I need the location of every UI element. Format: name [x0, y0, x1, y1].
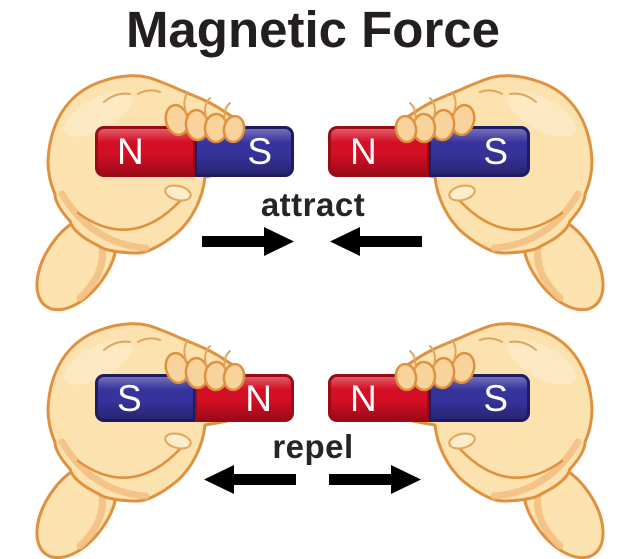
page-title: Magnetic Force — [125, 1, 501, 58]
repel-label: repel — [272, 428, 354, 465]
pole-label: N — [350, 131, 377, 172]
magnet-pole-north: N — [95, 126, 195, 177]
magnet-attract-right: N S — [328, 126, 530, 177]
magnet-pole-north: N — [328, 126, 429, 177]
magnet-attract-left: N S — [95, 126, 294, 177]
magnet-pole-north: N — [194, 374, 294, 422]
repel-arrow-left-icon — [203, 464, 296, 495]
repel-arrow-right-icon — [329, 464, 422, 495]
magnet-pole-south: S — [194, 126, 294, 177]
magnet-pole-south: S — [429, 126, 530, 177]
magnet-pole-north: N — [328, 374, 429, 422]
magnet-repel-left: S N — [95, 374, 294, 422]
pole-label: S — [247, 131, 272, 172]
magnet-pole-south: S — [95, 374, 195, 422]
attract-arrow-right-icon — [329, 226, 422, 257]
pole-label: S — [483, 377, 508, 419]
pole-label: N — [350, 377, 377, 419]
pole-label: S — [117, 377, 142, 419]
pole-label: N — [245, 377, 272, 419]
magnet-repel-right: N S — [328, 374, 530, 422]
pole-label: S — [483, 131, 508, 172]
magnet-pole-south: S — [429, 374, 530, 422]
attract-arrow-left-icon — [202, 226, 295, 257]
pole-label: N — [117, 131, 144, 172]
attract-label: attract — [260, 186, 366, 223]
